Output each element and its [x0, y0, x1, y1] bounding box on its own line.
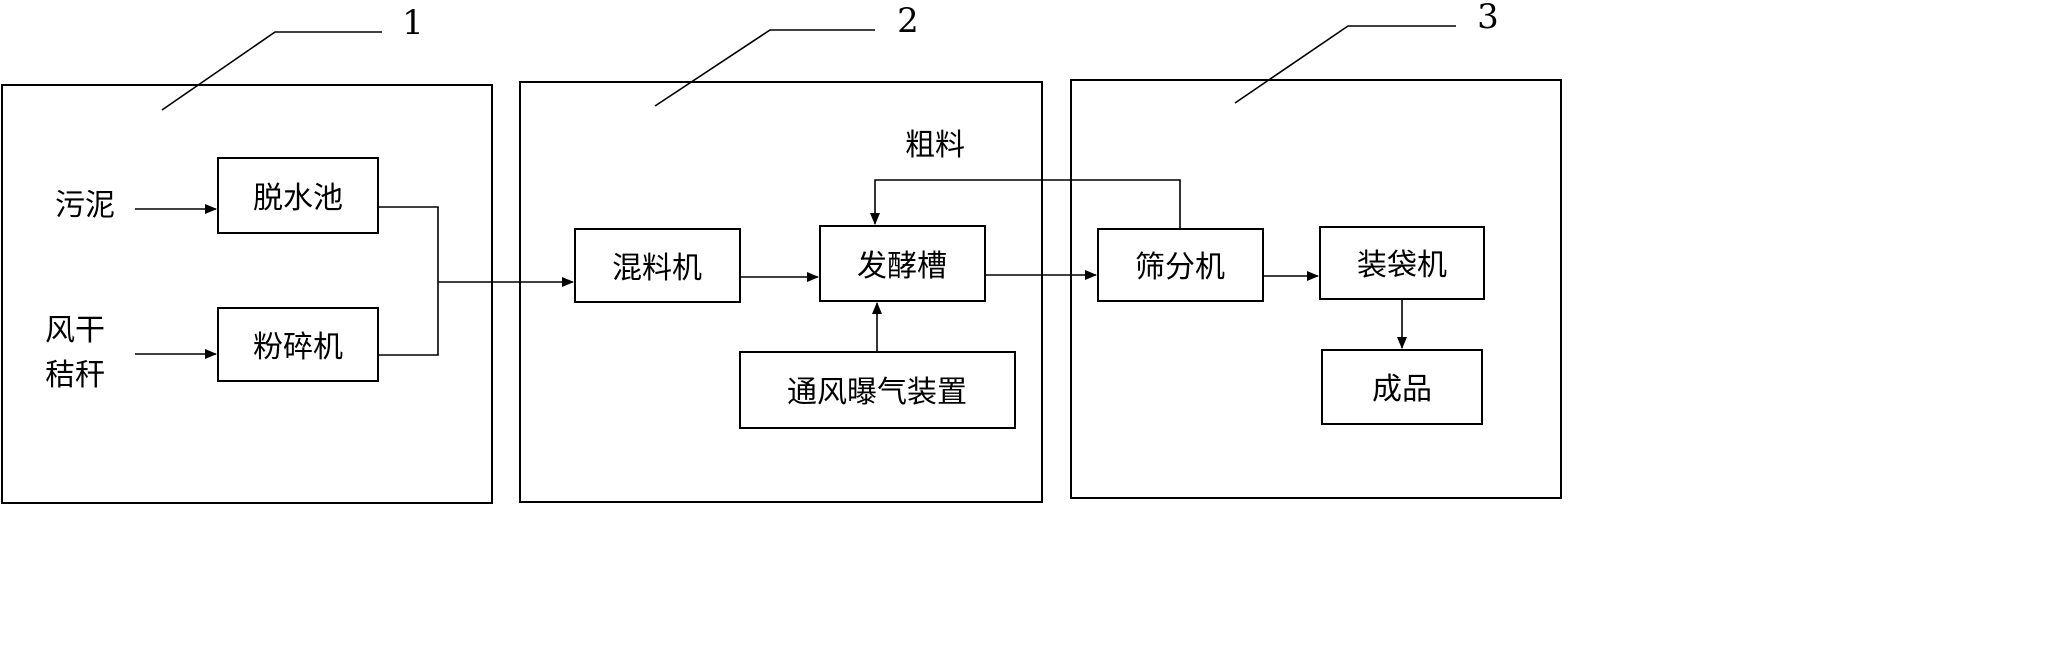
dewatering-pond-box [217, 157, 379, 234]
fermentation-tank-label: 发酵槽 [857, 249, 947, 284]
stage-2-frame [519, 81, 1043, 503]
screening-machine-box [1097, 228, 1264, 302]
mixer-box [574, 228, 741, 303]
aeration-device-label: 通风曝气装置 [787, 375, 967, 410]
merge-bracket [378, 206, 439, 356]
mixer-label: 混料机 [612, 251, 702, 286]
bagging-machine-label: 装袋机 [1357, 248, 1447, 283]
fermentation-tank-box [819, 225, 986, 302]
screening-machine-label: 筛分机 [1135, 250, 1225, 285]
crusher-label: 粉碎机 [253, 330, 343, 365]
stage-3-number: 3 [1477, 0, 1499, 37]
dewatering-pond-label: 脱水池 [253, 181, 343, 216]
crusher-box [217, 307, 379, 382]
bagging-machine-box [1319, 226, 1485, 300]
stage-3-frame [1070, 79, 1562, 499]
stage-3-leader [1234, 25, 1456, 104]
process-flow-diagram: 1 2 3 污泥 风干 秸秆 脱水池 粉碎机 混料机 发酵槽 通风曝气装置 筛分… [1, 0, 1562, 504]
coarse-material-label: 粗料 [905, 128, 965, 163]
finished-product-box [1321, 349, 1483, 425]
stage-1-frame [1, 84, 493, 504]
stage-2-number: 2 [897, 1, 919, 41]
finished-product-label: 成品 [1372, 372, 1432, 407]
input-sludge: 污泥 [55, 188, 115, 223]
stage-1-leader [161, 31, 382, 111]
stage-2-leader [654, 29, 875, 107]
input-straw-line1: 风干 [45, 313, 105, 348]
stage-1-number: 1 [402, 3, 424, 43]
input-straw-line2: 秸秆 [45, 358, 105, 393]
aeration-device-box [739, 351, 1016, 429]
arrow-coarse-feedback [870, 179, 1181, 229]
